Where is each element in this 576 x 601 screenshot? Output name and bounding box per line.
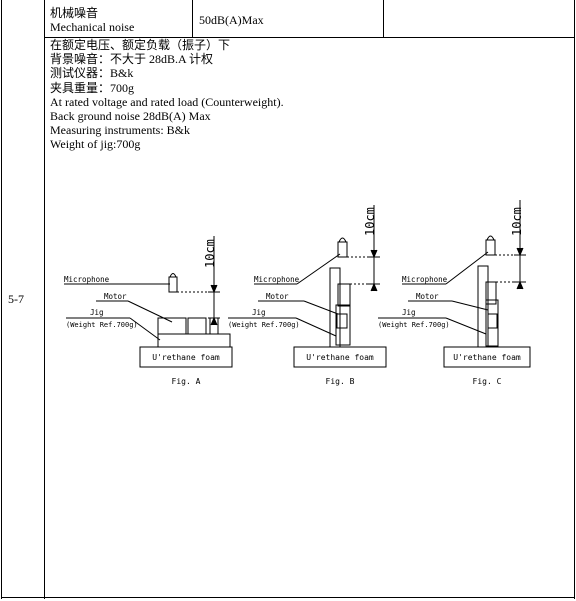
- condition-line: 夹具重量：700g: [50, 80, 135, 95]
- jig-label: Jig: [402, 308, 416, 317]
- header-divider: [44, 37, 575, 38]
- microphone-label: Microphone: [402, 275, 448, 284]
- table-bottom-border: [1, 597, 575, 598]
- motor-leader-2: [451, 300, 489, 311]
- jig-leader-2: [445, 317, 487, 335]
- distance-label: 10cm: [203, 239, 217, 268]
- header-cell-divider-2: [383, 0, 384, 37]
- row-number: 5-7: [8, 292, 24, 306]
- condition-line: Measuring instruments: B&k: [50, 123, 190, 138]
- fig-caption: Fig. B: [326, 377, 355, 386]
- condition-line: Weight of jig:700g: [50, 137, 141, 152]
- column-divider: [44, 0, 45, 599]
- condition-line: 测试仪器：B&k: [50, 66, 134, 81]
- motor-body: [337, 283, 351, 307]
- microphone-body: [337, 241, 348, 258]
- fig-caption: Fig. C: [473, 377, 502, 386]
- condition-line: At rated voltage and rated load (Counter…: [50, 94, 284, 109]
- foam-label: U'rethane foam: [152, 353, 220, 362]
- arrow-up: [516, 247, 524, 257]
- microphone-body: [485, 239, 496, 256]
- jig-stand: [477, 265, 489, 348]
- condition-line: 在额定电压、额定负载（振子）下: [50, 38, 231, 52]
- jig-body: [157, 333, 231, 348]
- spec-value: 50dB(A)Max: [199, 13, 264, 27]
- jig-stand: [329, 267, 341, 348]
- motor-leader-2: [303, 300, 339, 315]
- microphone-body: [168, 276, 178, 293]
- fig-caption: Fig. A: [172, 377, 201, 386]
- jig-weight-label: (Weight Ref.700g): [228, 321, 300, 329]
- microphone-label: Microphone: [64, 275, 110, 284]
- distance-label: 10cm: [510, 207, 524, 236]
- table-right-border: [574, 0, 575, 599]
- microphone-leader-2: [445, 251, 489, 285]
- motor-label: Motor: [104, 292, 127, 301]
- motor-label: Motor: [266, 292, 289, 301]
- motor-label: Motor: [416, 292, 439, 301]
- jig-leader-2: [295, 317, 337, 337]
- jig-block: [485, 299, 499, 347]
- foam-label: U'rethane foam: [306, 353, 374, 362]
- arrow-up: [210, 284, 218, 294]
- fig-c: U'rethane foam 10cm Microphone Motor Jig: [378, 200, 531, 386]
- arrow-down: [516, 280, 524, 290]
- motor-body: [157, 317, 187, 335]
- motor-leader-2: [127, 300, 173, 323]
- fig-b: U'rethane foam 10cm Microphone Motor Jig: [228, 205, 387, 386]
- motor-body: [485, 281, 497, 305]
- condition-line: 背景噪音：不大于 28dB.A 计权: [50, 52, 214, 67]
- microphone-leader-2: [296, 253, 341, 285]
- distance-label: 10cm: [363, 207, 377, 236]
- arrow-down: [210, 316, 218, 326]
- microphone-label: Microphone: [254, 275, 300, 284]
- test-conditions: 在额定电压、额定负载（振子）下 背景噪音：不大于 28dB.A 计权 测试仪器：…: [50, 38, 284, 152]
- condition-line: Back ground noise 28dB(A) Max: [50, 109, 211, 124]
- foam-label: U'rethane foam: [453, 353, 521, 362]
- header-cell-divider-1: [192, 0, 193, 37]
- motor-clamp: [187, 317, 207, 335]
- table-left-border: [1, 0, 2, 599]
- arrow-down: [370, 282, 378, 292]
- item-name-zh: 机械噪音: [50, 6, 99, 20]
- jig-leader-2: [129, 317, 161, 341]
- microphone-head: [486, 235, 495, 241]
- motor-clamp: [336, 313, 348, 329]
- item-name-en: Mechanical noise: [50, 20, 135, 34]
- microphone-head: [169, 273, 177, 278]
- jig-weight-label: (Weight Ref.700g): [378, 321, 450, 329]
- microphone-head: [338, 237, 347, 243]
- jig-block: [335, 304, 351, 346]
- jig-label: Jig: [252, 308, 266, 317]
- fig-a: U'rethane foam 10cm Microphone Motor Jig…: [64, 236, 233, 386]
- arrow-up: [370, 249, 378, 259]
- jig-weight-label: (Weight Ref.700g): [66, 321, 138, 329]
- jig-label: Jig: [90, 308, 104, 317]
- motor-clamp: [487, 313, 498, 329]
